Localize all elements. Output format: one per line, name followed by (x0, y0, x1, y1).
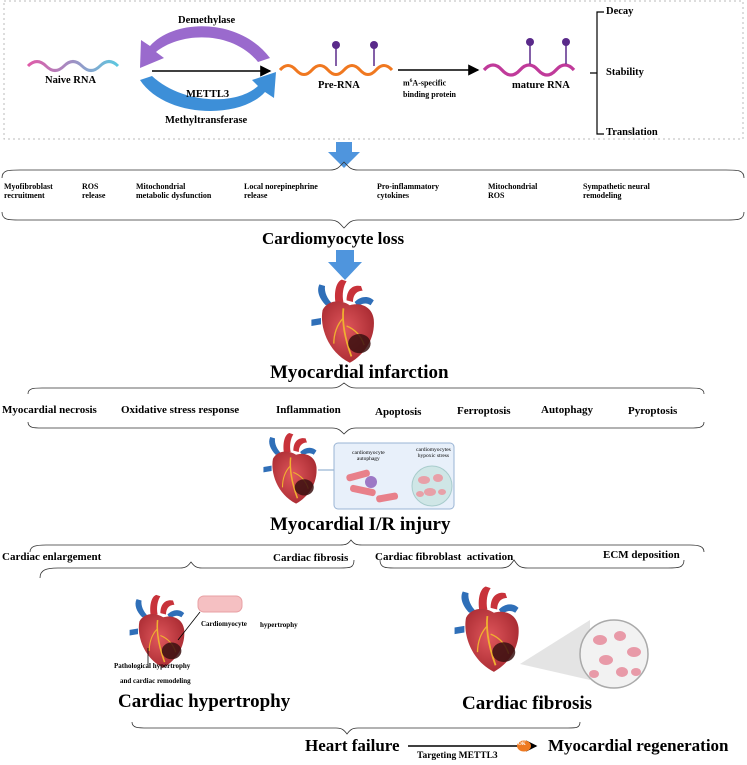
bottom-brace (131, 721, 581, 735)
infarction-brace-bottom (27, 421, 705, 435)
outcome-bracket (590, 11, 604, 135)
loss-brace-bottom (1, 211, 745, 229)
split-brace-left (39, 559, 355, 579)
rna-section-border (3, 0, 744, 140)
ir-hypoxic-label: cardiomyocytes hypoxic stress (416, 447, 451, 460)
split-brace-right (379, 559, 685, 569)
naive-rna-strand (26, 60, 120, 72)
methyltransferase-arrow (140, 72, 276, 112)
ir-autophagy-label: cardiomyocyte autophagy (352, 450, 385, 463)
process-autophagy: Autophagy (541, 404, 593, 416)
heart-illustration-infarction (310, 278, 375, 364)
process-oxidative-stress: Oxidative stress response (121, 404, 240, 416)
pathological-hypertrophy-label: Pathological hypertrophy (114, 662, 191, 670)
heart-illustration-hypertrophy (128, 594, 186, 669)
mechanism-norepinephrine: Local norepinephrine release (244, 182, 318, 201)
cardiomyocyte-loss-heading: Cardiomyocyte loss (262, 229, 405, 248)
binding-protein-label-line2: binding protein (403, 90, 456, 99)
flow-arrow-2 (328, 250, 362, 280)
mettl3-label: METTL3 (186, 89, 230, 100)
flow-arrow-1 (328, 142, 360, 168)
factor-cardiac-enlargement: Cardiac enlargement (2, 551, 102, 563)
process-ferroptosis: Ferroptosis (457, 405, 511, 417)
naive-rna-label: Naive RNA (45, 75, 97, 86)
ok-badge (517, 740, 531, 752)
mature-rna-strand (482, 63, 576, 77)
ir-split-brace (29, 539, 705, 553)
loss-brace-top (1, 161, 745, 179)
methyl-mark (562, 38, 570, 46)
mature-rna-label: mature RNA (512, 80, 570, 91)
factor-cardiac-fibrosis: Cardiac fibrosis (273, 552, 349, 564)
cardiac-fibrosis-heading: Cardiac fibrosis (462, 693, 593, 714)
outcome-translation: Translation (606, 127, 658, 138)
outcome-decay: Decay (606, 6, 634, 17)
factor-ecm-deposition: ECM deposition (603, 549, 680, 561)
targeting-mettl3-label: Targeting METTL3 (417, 751, 498, 761)
heart-illustration-ir (262, 432, 318, 505)
mechanism-myofibroblast: Myofibroblast recruitment (4, 182, 53, 201)
methyltransferase-label: Methyltransferase (165, 115, 248, 126)
mechanism-mitochondrial-ros: Mitochondrial ROS (488, 182, 538, 201)
mechanism-mitochondrial-dysfunction: Mitochondrial metabolic dysfunction (136, 182, 212, 201)
pre-rna-strand (278, 64, 394, 76)
pre-rna-label: Pre-RNA (318, 80, 360, 91)
demethylase-label: Demethylase (178, 15, 236, 26)
demethylase-arrow (140, 26, 270, 68)
factor-fibroblast-activation: Cardiac fibroblast activation (375, 551, 514, 563)
ok-badge-text: OK (518, 742, 526, 747)
process-pyroptosis: Pyroptosis (628, 405, 678, 417)
myocardial-regeneration-label: Myocardial regeneration (548, 736, 729, 755)
methyl-mark (332, 41, 340, 49)
methyl-mark (526, 38, 534, 46)
cardiac-remodeling-label: and cardiac remodeling (120, 677, 191, 685)
process-apoptosis: Apoptosis (375, 406, 422, 418)
cardiomyocyte-cells (346, 469, 399, 503)
heart-illustration-fibrosis (453, 585, 520, 673)
cardiac-hypertrophy-heading: Cardiac hypertrophy (118, 691, 291, 712)
process-inflammation: Inflammation (276, 404, 341, 416)
methyl-mark (370, 41, 378, 49)
outcome-stability: Stability (606, 67, 644, 78)
infarction-brace-top (27, 382, 705, 395)
mechanism-ros-release: ROS release (82, 182, 106, 201)
hypertrophic-cardiomyocyte (197, 595, 243, 613)
hypoxic-cell-cluster (411, 465, 453, 507)
myocardial-infarction-heading: Myocardial infarction (270, 362, 449, 383)
hypertrophy-cardiomyocyte-label: Cardiomyocyte (201, 620, 247, 628)
myocardial-ir-injury-heading: Myocardial I/R injury (270, 514, 451, 535)
heart-failure-label: Heart failure (305, 736, 400, 755)
mechanism-sympathetic-remodeling: Sympathetic neural remodeling (583, 182, 650, 201)
fibrotic-cells (589, 631, 641, 678)
binding-protein-label: m6A-specific (403, 78, 447, 88)
hypertrophy-word-label: hypertrophy (260, 621, 298, 629)
process-necrosis: Myocardial necrosis (2, 404, 97, 416)
mechanism-cytokines: Pro-inflammatory cytokines (377, 182, 440, 201)
